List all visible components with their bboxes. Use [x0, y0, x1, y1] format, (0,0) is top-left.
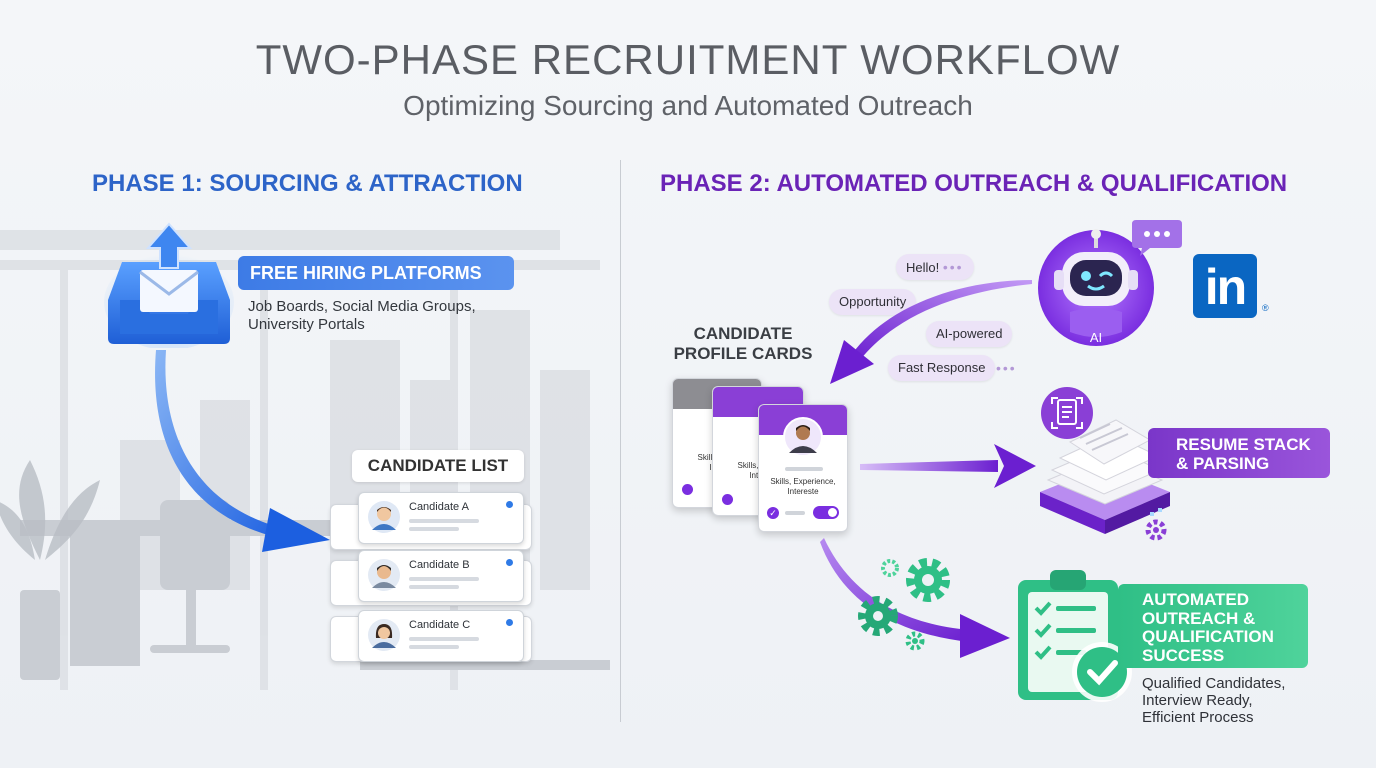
- placeholder-line: [409, 527, 459, 531]
- card-text: Inte: [749, 471, 763, 480]
- gear-icon: [905, 631, 925, 651]
- success-desc-line2: Interview Ready,: [1142, 692, 1253, 709]
- typing-dots-icon: •••: [996, 360, 1017, 376]
- placeholder-line: [409, 577, 479, 581]
- blue-flow-arrow: [155, 350, 330, 552]
- ai-label: AI: [1090, 330, 1102, 345]
- placeholder-line: [409, 519, 479, 523]
- candidate-name: Candidate C: [409, 619, 471, 631]
- success-label-line3: QUALIFICATION: [1142, 627, 1274, 646]
- gear-icon: [906, 558, 950, 602]
- candidate-card-c[interactable]: Candidate C: [358, 610, 524, 662]
- check-icon: [722, 494, 733, 505]
- placeholder-line: [409, 585, 459, 589]
- status-dot: [506, 559, 513, 566]
- profile-cards-title-line2: PROFILE CARDS: [673, 344, 813, 363]
- placeholder-line: [785, 511, 805, 515]
- candidate-card-b[interactable]: Candidate B: [358, 550, 524, 602]
- profile-cards-title-line1: CANDIDATE: [693, 324, 793, 343]
- success-label-line1: AUTOMATED: [1142, 590, 1250, 609]
- success-desc-line1: Qualified Candidates,: [1142, 675, 1286, 692]
- platforms-description: Job Boards, Social Media Groups, Univers…: [248, 298, 528, 334]
- resume-stack-label: RESUME STACK & PARSING: [1148, 428, 1330, 478]
- profile-card-front[interactable]: Skills, Experience, Intereste ✓: [758, 404, 848, 532]
- checkmark-badge-icon: [1072, 642, 1132, 702]
- status-dot: [506, 501, 513, 508]
- purple-arrow-to-resume: [860, 444, 1036, 488]
- free-hiring-platforms-label: FREE HIRING PLATFORMS: [238, 256, 514, 290]
- office-background: [0, 230, 610, 690]
- card-text: Skills, Exp: [737, 461, 775, 470]
- phase2-heading: PHASE 2: AUTOMATED OUTREACH & QUALIFICAT…: [660, 170, 1288, 197]
- placeholder-line: [409, 637, 479, 641]
- bubble-opportunity: Opportunity: [829, 289, 917, 315]
- placeholder-line: [409, 645, 459, 649]
- success-label-line2: OUTREACH &: [1142, 608, 1256, 628]
- resume-label-line2: & PARSING: [1176, 454, 1270, 473]
- chat-bubble-icon: [1132, 220, 1182, 256]
- person-avatar-icon: [368, 501, 400, 533]
- page-title: TWO-PHASE RECRUITMENT WORKFLOW: [255, 36, 1121, 83]
- success-desc-line3: Efficient Process: [1142, 709, 1254, 726]
- candidate-name: Candidate A: [409, 501, 469, 513]
- gear-icon: [858, 596, 898, 636]
- resume-label-line1: RESUME STACK: [1176, 435, 1311, 454]
- status-dot: [506, 619, 513, 626]
- person-avatar-icon: [368, 619, 400, 651]
- bubble-ai-powered: AI-powered: [926, 321, 1013, 347]
- toggle-switch[interactable]: [813, 506, 839, 519]
- placeholder-line: [785, 467, 823, 471]
- person-avatar-icon: [783, 417, 823, 457]
- linkedin-registered-mark: ®: [1262, 303, 1269, 313]
- robot-ai-icon: AI: [1038, 229, 1154, 346]
- resume-stack-icon: [1040, 419, 1170, 534]
- typing-dots-icon: •••: [942, 259, 964, 275]
- success-label-line4: SUCCESS: [1142, 645, 1225, 665]
- card-text: Intereste: [787, 487, 819, 496]
- purple-arrow-to-cards: [830, 280, 1032, 384]
- candidate-list-title: CANDIDATE LIST: [352, 450, 524, 482]
- inbox-upload-icon: [104, 222, 234, 348]
- card-text: Skills, Experience,: [770, 477, 836, 486]
- document-scan-icon: [1041, 387, 1093, 439]
- linkedin-logo: in: [1193, 254, 1257, 318]
- platforms-desc-line1: Job Boards, Social Media Groups,: [248, 298, 476, 315]
- profile-cards-title: CANDIDATE PROFILE CARDS: [660, 324, 826, 364]
- gear-icon: [1145, 519, 1167, 541]
- success-label: AUTOMATED OUTREACH & QUALIFICATION SUCCE…: [1118, 584, 1308, 668]
- check-icon: ✓: [767, 507, 779, 519]
- phase1-heading: PHASE 1: SOURCING & ATTRACTION: [92, 170, 523, 197]
- success-description: Qualified Candidates, Interview Ready, E…: [1142, 675, 1342, 726]
- page-subtitle: Optimizing Sourcing and Automated Outrea…: [403, 90, 973, 121]
- check-icon: [682, 484, 693, 495]
- candidate-card-a[interactable]: Candidate A: [358, 492, 524, 544]
- phase-divider: [620, 160, 621, 722]
- candidate-name: Candidate B: [409, 559, 470, 571]
- bubble-fast-response: Fast Response: [888, 355, 996, 381]
- bubble-text: Hello!: [906, 260, 940, 275]
- gear-icon: [881, 559, 899, 577]
- person-avatar-icon: [368, 559, 400, 591]
- bubble-hello: Hello! •••: [896, 254, 974, 280]
- platforms-desc-line2: University Portals: [248, 316, 365, 333]
